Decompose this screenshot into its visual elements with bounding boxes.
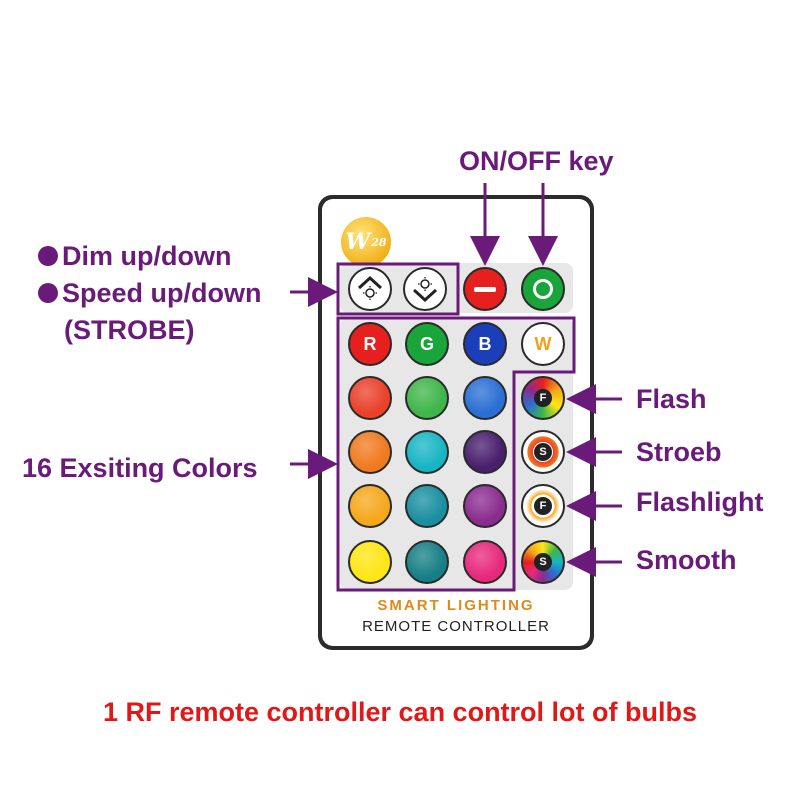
flashlight-letter: F	[534, 497, 552, 515]
color-button[interactable]	[348, 376, 392, 420]
strobe-label: (STROBE)	[64, 315, 195, 345]
dim-bracket	[336, 262, 460, 316]
dim-up-button[interactable]	[348, 267, 392, 311]
speed-bullet	[38, 283, 58, 303]
footer-caption: 1 RF remote controller can control lot o…	[102, 697, 698, 727]
off-button[interactable]	[463, 267, 507, 311]
brightness-down-icon	[412, 277, 438, 303]
speed-label: Speed up/down	[62, 278, 262, 308]
color-button[interactable]	[405, 540, 449, 584]
color-button[interactable]	[463, 540, 507, 584]
circle-icon	[533, 279, 553, 299]
green-button[interactable]: G	[405, 322, 449, 366]
color-button[interactable]	[405, 376, 449, 420]
minus-icon	[474, 286, 496, 292]
flash-label: Flash	[636, 384, 707, 414]
flashlight-label: Flashlight	[636, 487, 764, 517]
white-button[interactable]: W	[521, 322, 565, 366]
colors-label: 16 Exsiting Colors	[22, 453, 258, 483]
color-button[interactable]	[463, 484, 507, 528]
strobe-button[interactable]: S	[521, 430, 565, 474]
strobe-letter: S	[534, 443, 552, 461]
color-button[interactable]	[348, 540, 392, 584]
blue-button[interactable]: B	[463, 322, 507, 366]
flash-button[interactable]: F	[521, 376, 565, 420]
on-button[interactable]	[521, 267, 565, 311]
color-button[interactable]	[405, 484, 449, 528]
color-button[interactable]	[348, 430, 392, 474]
smooth-button[interactable]: S	[521, 540, 565, 584]
color-button[interactable]	[463, 430, 507, 474]
dim-label: Dim up/down	[62, 241, 232, 271]
flash-letter: F	[534, 389, 552, 407]
brightness-up-icon	[357, 275, 383, 300]
red-button[interactable]: R	[348, 322, 392, 366]
smooth-label: Smooth	[636, 545, 737, 575]
color-button[interactable]	[348, 484, 392, 528]
smooth-letter: S	[534, 553, 552, 571]
brand-line-1: SMART LIGHTING	[377, 597, 535, 614]
color-button[interactable]	[405, 430, 449, 474]
dim-down-button[interactable]	[403, 267, 447, 311]
stroeb-label: Stroeb	[636, 437, 722, 467]
colors-bracket	[336, 316, 576, 592]
flashlight-button[interactable]: F	[521, 484, 565, 528]
on-off-label: ON/OFF key	[459, 146, 614, 176]
brand-line-2: REMOTE CONTROLLER	[362, 618, 550, 635]
dim-bullet	[38, 246, 58, 266]
color-button[interactable]	[463, 376, 507, 420]
